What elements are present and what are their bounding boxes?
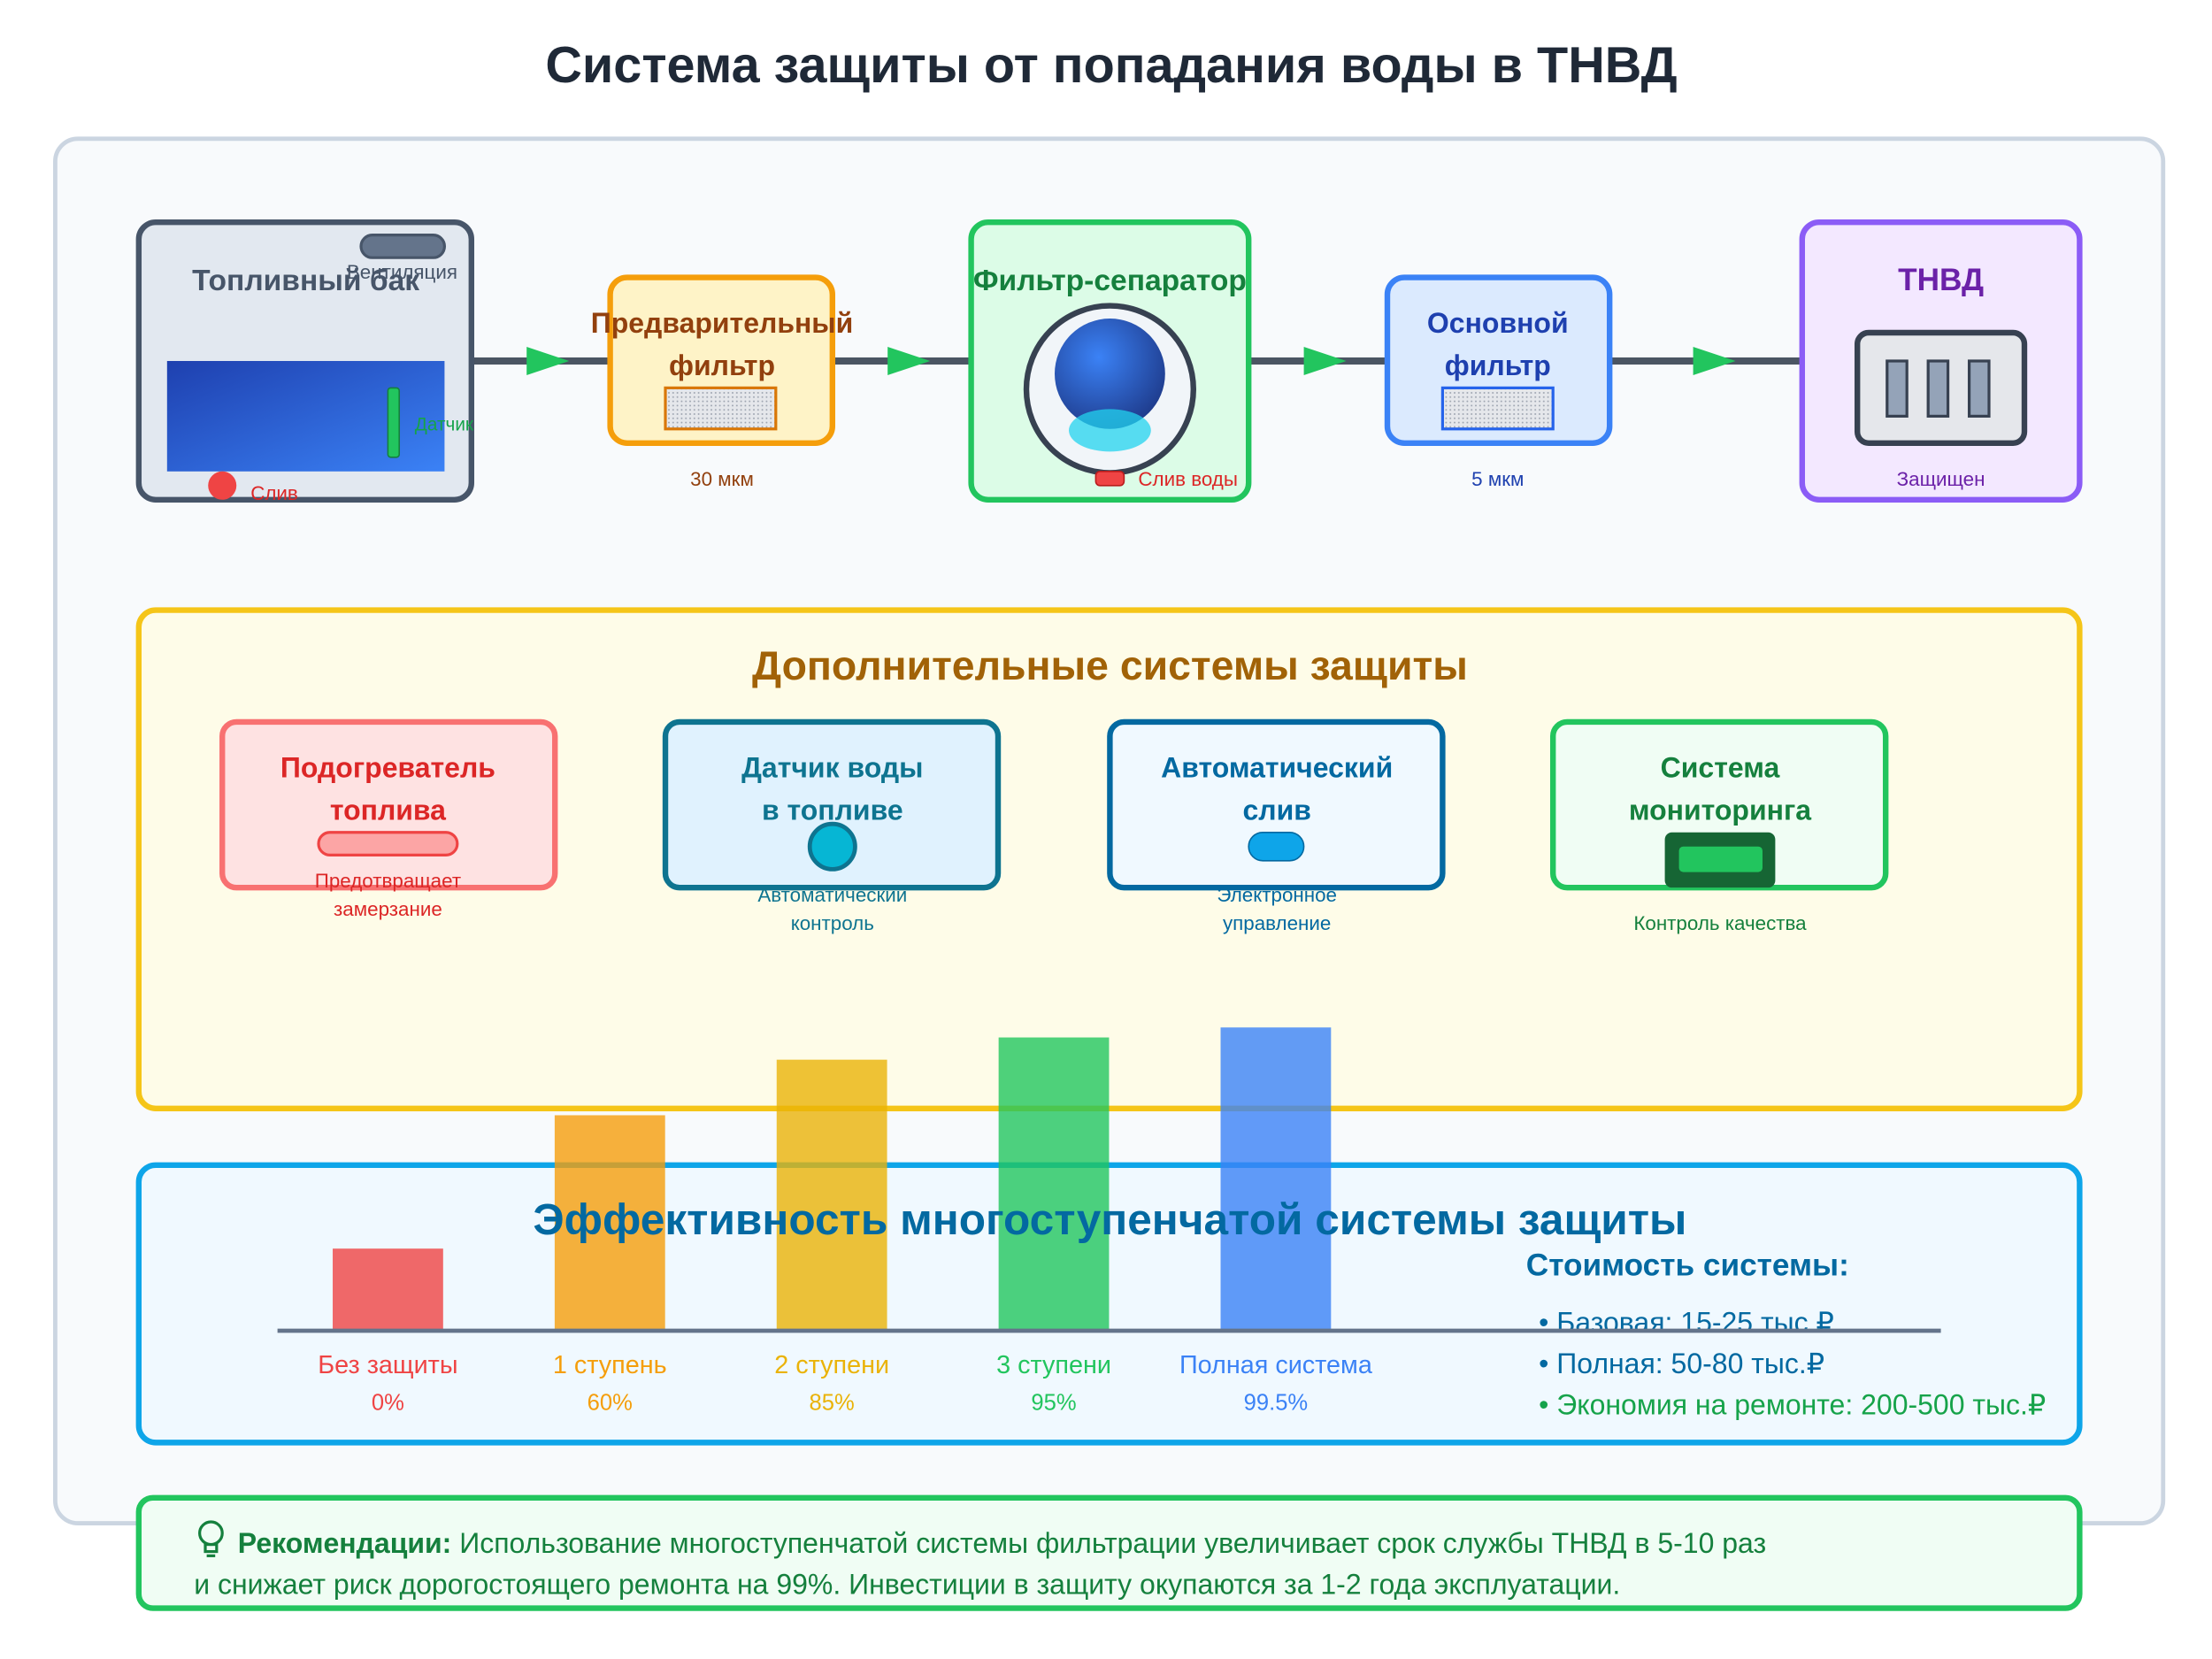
card-caption: замерзание xyxy=(334,898,442,920)
card-fuel-heater: Подогреватель топлива Предотвращает заме… xyxy=(219,718,558,920)
plunger-icon xyxy=(1967,359,1991,418)
card-monitoring: Система мониторинга Контроль качества xyxy=(1549,718,1889,934)
cost-item: • Полная: 50-80 тыс.₽ xyxy=(1539,1348,1824,1379)
flow-arrow-icon xyxy=(1693,346,1736,375)
chart-bar xyxy=(554,1115,665,1331)
tank-title: Топливный бак xyxy=(192,265,419,297)
cost-item: • Экономия на ремонте: 200-500 тыс.₽ xyxy=(1539,1388,2046,1420)
additional-protection-panel: Дополнительные системы защиты Подогреват… xyxy=(135,607,2083,1111)
injection-pump: ТНВД Защищен xyxy=(1799,219,2083,503)
cost-item: • Базовая: 15-25 тыс.₽ xyxy=(1539,1307,1834,1339)
card-title: Автоматический xyxy=(1161,751,1393,783)
card-caption: Предотвращает xyxy=(315,870,461,892)
chart-value-label: 60% xyxy=(588,1391,633,1416)
drain-valve-icon xyxy=(208,471,237,500)
fuel-tank: Топливный бак Вентиляция Датчик Слив xyxy=(135,219,475,504)
chart-value-label: 95% xyxy=(1031,1391,1076,1416)
drain-label: Слив xyxy=(250,482,298,504)
separator-title: Фильтр-сепаратор xyxy=(973,265,1247,297)
efficiency-title: Эффективность многоступенчатой системы з… xyxy=(533,1194,1686,1244)
vent-cap xyxy=(359,233,447,259)
prefilter-title: Предварительный xyxy=(591,307,854,339)
prefilter-title: фильтр xyxy=(669,349,775,381)
main-filter-rating: 5 мкм xyxy=(1471,468,1524,490)
chart-bar xyxy=(1220,1027,1332,1331)
efficiency-chart-bars xyxy=(333,1027,1332,1331)
section-title: Дополнительные системы защиты xyxy=(752,642,1468,688)
heater-icon xyxy=(317,831,459,856)
recommendation-label: Рекомендации: xyxy=(238,1527,452,1559)
card-caption: Электронное xyxy=(1217,884,1337,906)
chart-value-label: 0% xyxy=(372,1391,404,1416)
main-filter-title: фильтр xyxy=(1445,349,1551,381)
pump-title: ТНВД xyxy=(1898,263,1984,297)
card-title: слив xyxy=(1242,794,1310,826)
chart-category-label: 1 ступень xyxy=(553,1351,667,1379)
recommendation-line: Использование многоступенчатой системы ф… xyxy=(459,1527,1766,1559)
sensor-icon xyxy=(807,821,857,872)
sensor-label: Датчик xyxy=(415,414,474,434)
filter-mesh xyxy=(664,386,778,431)
lightbulb-icon xyxy=(198,1520,224,1557)
card-caption: управление xyxy=(1223,912,1331,934)
chart-category-label: Без защиты xyxy=(318,1351,457,1379)
card-title: мониторинга xyxy=(1629,794,1811,826)
recommendation-text: Рекомендации: Использование многоступенч… xyxy=(238,1527,1766,1559)
flow-arrow-icon xyxy=(1303,346,1347,375)
chart-bar xyxy=(333,1248,443,1331)
card-caption: Автоматический xyxy=(757,884,907,906)
page-title: Система защиты от попадания воды в ТНВД xyxy=(545,37,1677,94)
prefilter-rating: 30 мкм xyxy=(690,468,754,490)
filter-mesh xyxy=(1440,386,1555,431)
recommendation-line: и снижает риск дорогостоящего ремонта на… xyxy=(194,1569,1620,1601)
flow-arrow-icon xyxy=(887,346,931,375)
recommendation-box: Рекомендации: Использование многоступенч… xyxy=(135,1494,2083,1611)
chart-category-label: 3 ступени xyxy=(996,1351,1111,1379)
chart-bar xyxy=(998,1037,1110,1331)
chart-category-label: Полная система xyxy=(1179,1351,1372,1379)
fuel-level xyxy=(166,360,445,472)
card-title: Система xyxy=(1661,751,1780,783)
chart-value-label: 99.5% xyxy=(1244,1391,1309,1416)
cost-block: Стоимость системы: • Базовая: 15-25 тыс.… xyxy=(1526,1248,2046,1421)
plunger-icon xyxy=(1926,359,1950,418)
water-drain-valve xyxy=(1094,470,1125,487)
prefilter: Предварительный фильтр 30 мкм xyxy=(591,274,854,490)
monitor-screen xyxy=(1678,846,1763,872)
efficiency-chart-labels: Без защиты 0% 1 ступень 60% 2 ступени 85% 3 ст… xyxy=(318,1351,1372,1416)
cost-title: Стоимость системы: xyxy=(1526,1248,1849,1283)
pump-status: Защищен xyxy=(1897,468,1985,490)
main-filter-title: Основной xyxy=(1427,307,1569,339)
drain-valve-icon xyxy=(1248,831,1305,862)
filter-separator: Фильтр-сепаратор Слив воды xyxy=(968,219,1252,503)
flow-arrow-icon xyxy=(526,346,570,375)
vent-label: Вентиляция xyxy=(347,261,457,283)
card-title: топлива xyxy=(330,794,446,826)
chart-bar xyxy=(776,1059,887,1331)
card-title: Датчик воды xyxy=(741,751,923,783)
card-water-sensor: Датчик воды в топливе Автоматический кон… xyxy=(662,718,1002,934)
card-title: Подогреватель xyxy=(280,751,495,783)
chart-category-label: 2 ступени xyxy=(774,1351,889,1379)
card-caption: контроль xyxy=(791,912,874,934)
card-auto-drain: Автоматический слив Электронное управлен… xyxy=(1107,718,1446,934)
chart-value-label: 85% xyxy=(810,1391,855,1416)
water-collector xyxy=(1069,409,1151,452)
card-caption: Контроль качества xyxy=(1633,912,1807,934)
water-drain-label: Слив воды xyxy=(1138,468,1238,490)
separator-element xyxy=(1055,318,1165,429)
main-filter: Основной фильтр 5 мкм xyxy=(1384,274,1613,490)
fuel-pipeline: Топливный бак Вентиляция Датчик Слив Пре… xyxy=(135,219,2083,504)
water-sensor xyxy=(387,387,401,458)
card-title: в топливе xyxy=(762,794,903,826)
plunger-icon xyxy=(1886,359,1909,418)
